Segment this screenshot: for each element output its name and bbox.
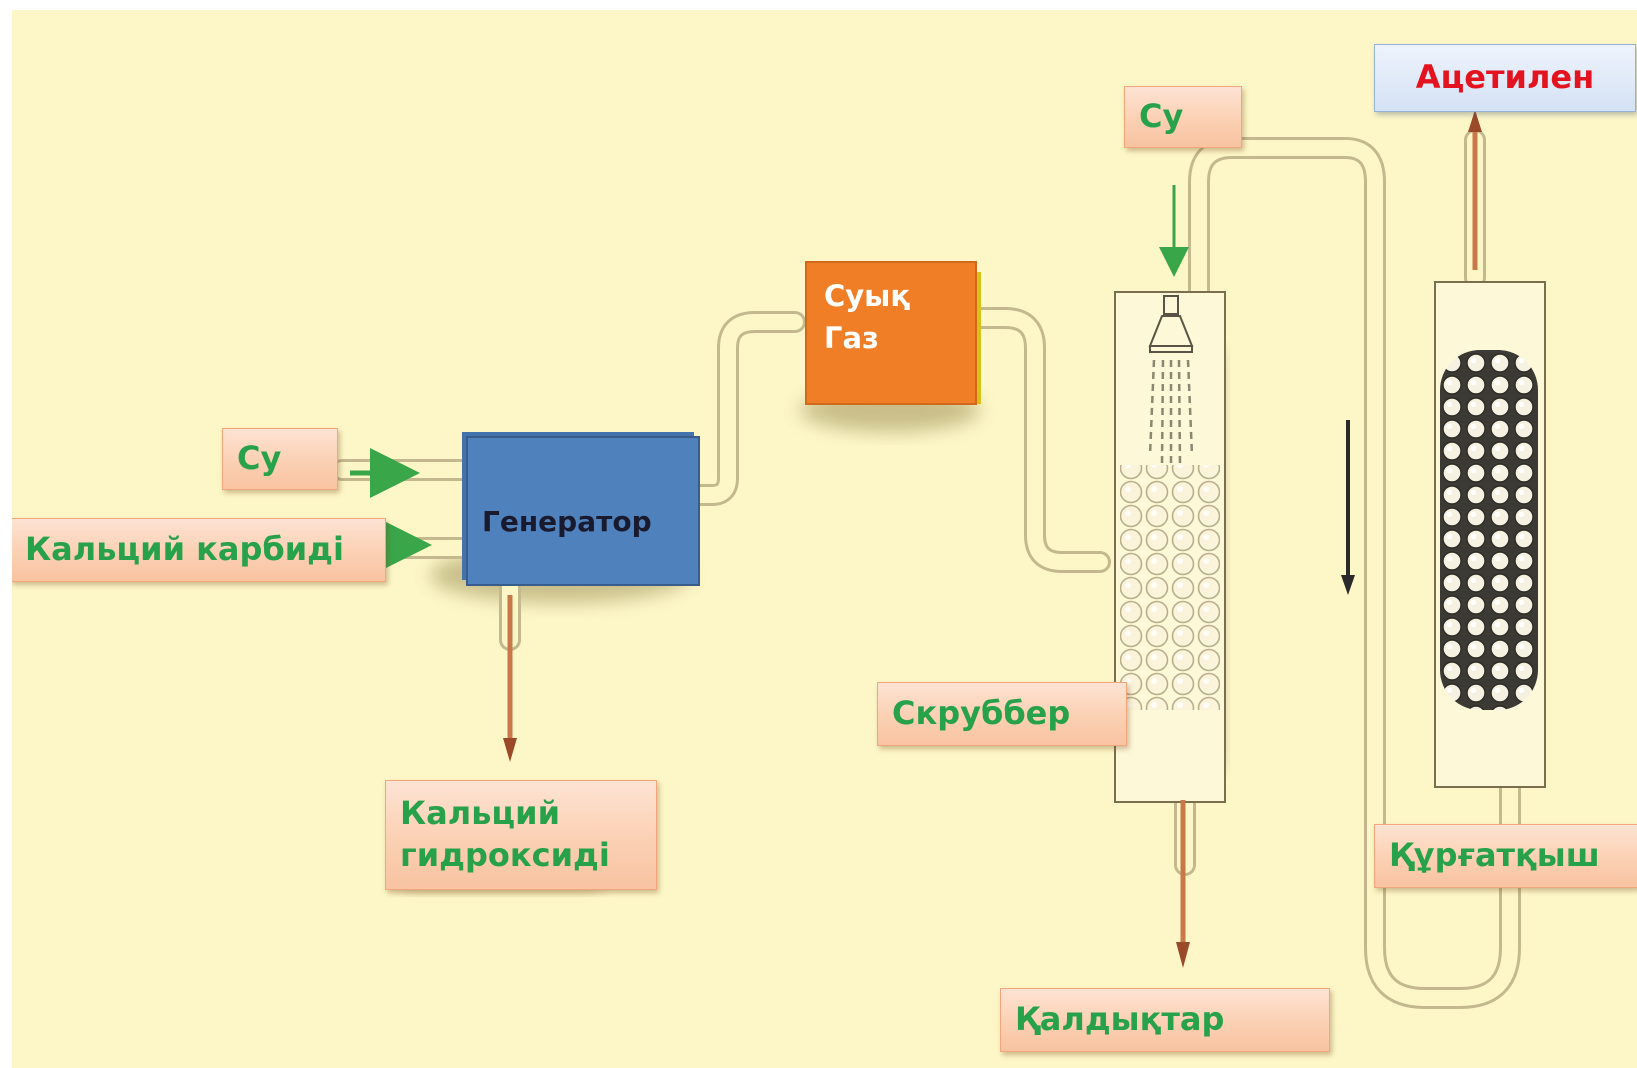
cold-gas-line2: Газ [824, 321, 879, 356]
water-top-label: Су [1124, 86, 1242, 148]
dryer-text: Құрғатқыш [1389, 836, 1600, 875]
downflow-arrow-icon [1341, 420, 1355, 595]
water-inlet-label: Су [222, 428, 338, 490]
diagram-canvas [331, 110, 1546, 1009]
acetylene-label: Ацетилен [1374, 44, 1636, 112]
dryer-packing [1440, 350, 1538, 710]
cold-gas-label: Суық Газ [824, 275, 910, 359]
process-diagram: Су Кальций карбиді Генератор Кальций гид… [12, 10, 1637, 1068]
scrubber-packing [1120, 465, 1220, 710]
water-spray [1148, 359, 1194, 466]
hydroxide-out-arrow-icon [503, 595, 517, 762]
cold-gas-line1: Суық [824, 279, 911, 313]
residues-text: Қалдықтар [1015, 1000, 1225, 1039]
residues-label: Қалдықтар [1000, 988, 1330, 1052]
cold-gas-box [805, 261, 981, 405]
scrubber-text: Скруббер [892, 694, 1071, 733]
acetylene-text: Ацетилен [1415, 58, 1595, 97]
water-top-text: Су [1139, 97, 1184, 136]
calcium-carbide-label: Кальций карбиді [12, 518, 386, 582]
scrubber-tower [1114, 291, 1226, 803]
acetylene-out-arrow-icon [1468, 110, 1482, 270]
generator-box [462, 432, 700, 586]
dryer-tower [1434, 281, 1546, 788]
shower-head-icon [1148, 295, 1194, 353]
scrubber-label: Скруббер [877, 682, 1127, 746]
calcium-carbide-text: Кальций карбиді [25, 530, 344, 569]
calcium-hydroxide-label: Кальций гидроксиді [385, 780, 657, 890]
flow-arrows [350, 110, 1482, 968]
water-inlet-text: Су [237, 439, 282, 478]
pipes [331, 129, 1521, 1009]
residues-out-arrow-icon [1176, 800, 1190, 968]
calcium-hydroxide-line2: гидроксиді [400, 836, 610, 874]
generator-label: Генератор [482, 505, 652, 538]
calcium-hydroxide-line1: Кальций [400, 794, 560, 833]
dryer-label: Құрғатқыш [1374, 824, 1637, 888]
